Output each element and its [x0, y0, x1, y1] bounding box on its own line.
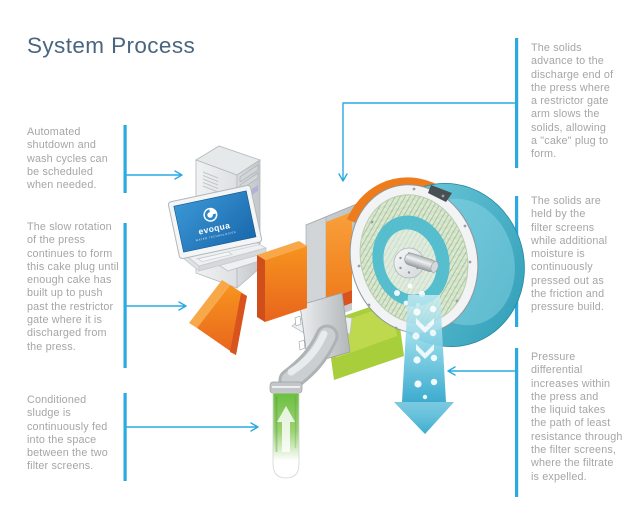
elbow-pipe [278, 324, 339, 392]
sludge-feed-tube [272, 392, 300, 479]
callout-bar-left-3 [123, 393, 127, 481]
feed-up-arrow [277, 406, 295, 452]
drum-axle [404, 252, 439, 273]
evoqua-logo-icon [203, 207, 218, 222]
keyboard-spacebar [196, 251, 234, 262]
drum-rim-notch [428, 185, 452, 202]
annotation-slow-rotation: The slow rotation of the press continues… [27, 221, 119, 353]
monitor-screen [173, 190, 257, 253]
callout-arrow-to-computer [126, 170, 183, 180]
page-title: System Process [27, 33, 196, 58]
callout-arrow-to-discharge [126, 301, 187, 311]
annotation-pressure-differential: Pressure differential increases within t… [531, 351, 623, 483]
filtrate-arrow [394, 295, 454, 434]
pipe-collar [269, 381, 303, 394]
computer-workstation: evoqua WATER TECHNOLOGIES [167, 145, 269, 289]
callout-arrow-to-press-top [338, 102, 516, 182]
annotation-automated-shutdown: Automated shutdown and wash cycles can b… [27, 126, 108, 192]
monitor: evoqua WATER TECHNOLOGIES [167, 184, 263, 260]
callout-bar-right-1 [515, 38, 519, 168]
annotation-conditioned-sludge: Conditioned sludge is continuously fed i… [27, 394, 108, 473]
annotation-solids-held: The solids are held by the filter screen… [531, 195, 608, 314]
cake-discharge-arrow [189, 241, 307, 355]
callout-arrow-to-feed-tube [126, 422, 259, 432]
feed-assembly [269, 292, 351, 479]
filtrate-chevrons [416, 318, 434, 359]
callout-bar-left-2 [123, 223, 127, 368]
callout-bar-left-1 [123, 125, 127, 193]
annotation-solids-advance: The solids advance to the discharge end … [531, 42, 614, 161]
tower-vents [202, 171, 219, 193]
filtrate-droplets [412, 305, 438, 400]
callout-arrow-to-filtrate [447, 366, 516, 376]
callout-bar-right-3 [515, 348, 519, 497]
drum-rim-bolts [357, 187, 472, 330]
discharge-arrow-head [189, 280, 247, 355]
discharge-arrow-block [257, 241, 307, 322]
drum-droplets [394, 283, 425, 307]
drum-hub [393, 247, 439, 279]
